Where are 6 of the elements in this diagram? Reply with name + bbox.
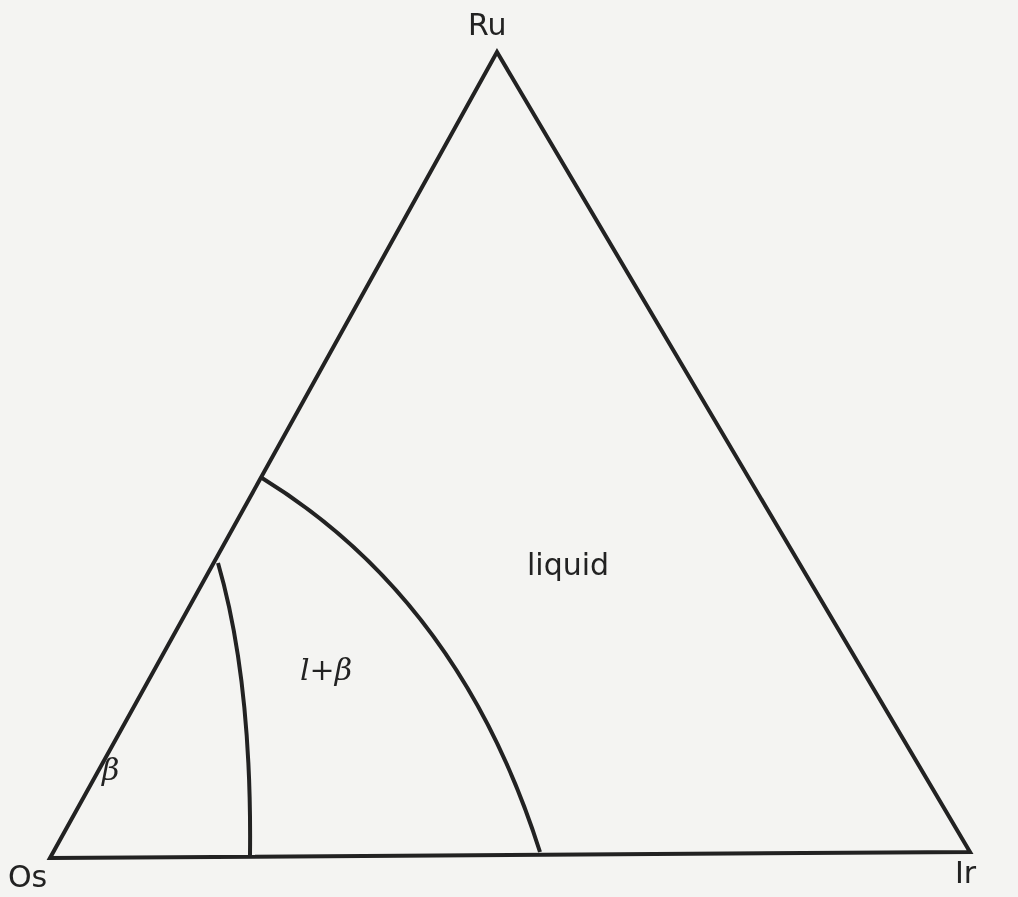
vertex-label: Ru [468,10,507,40]
phase-region-label: l+β [300,655,353,685]
phase-region-label: β [102,755,120,785]
vertex-label: Os [8,862,48,892]
phase-region-label: liquid [527,550,610,580]
vertex-label: Ir [955,858,977,888]
